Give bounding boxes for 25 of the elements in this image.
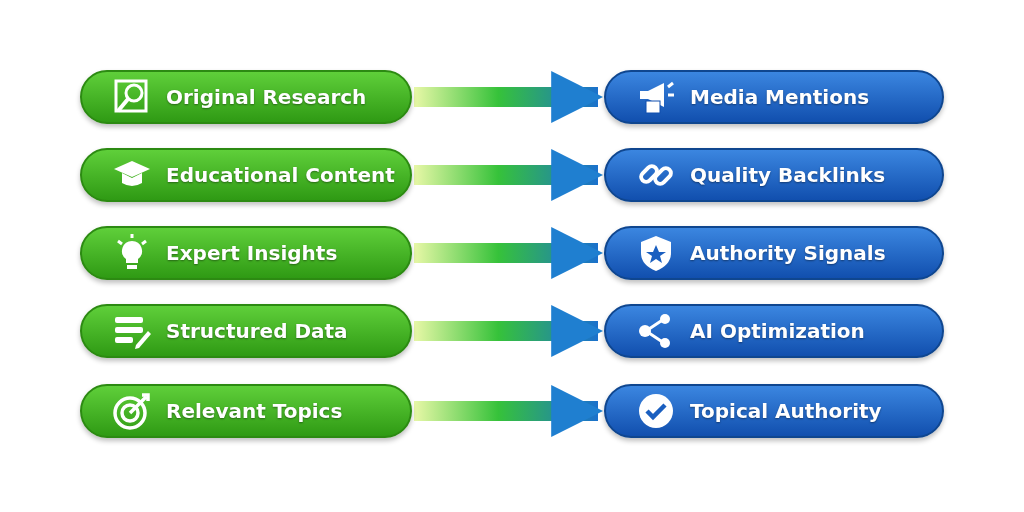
pill-box (604, 148, 944, 202)
arrow (414, 385, 604, 437)
node-label: Expert Insights (166, 241, 338, 265)
arrow (414, 149, 604, 201)
pill-box (80, 70, 412, 124)
pill-box (604, 70, 944, 124)
pill-box (80, 148, 412, 202)
pill-box (80, 384, 412, 438)
arrow (414, 227, 604, 279)
node-label: Authority Signals (690, 241, 886, 265)
pill-box (604, 226, 944, 280)
pill-box (80, 304, 412, 358)
node-label: AI Optimization (690, 319, 865, 343)
node-label: Educational Content (166, 163, 395, 187)
node-label: Structured Data (166, 319, 348, 343)
pill-box (604, 384, 944, 438)
arrow (414, 305, 604, 357)
pill-box (604, 304, 944, 358)
node-label: Relevant Topics (166, 399, 343, 423)
pill-box (80, 226, 412, 280)
arrow (414, 71, 604, 123)
node-label: Quality Backlinks (690, 163, 886, 187)
node-label: Original Research (166, 85, 367, 109)
node-label: Media Mentions (690, 85, 870, 109)
node-label: Topical Authority (690, 399, 882, 423)
